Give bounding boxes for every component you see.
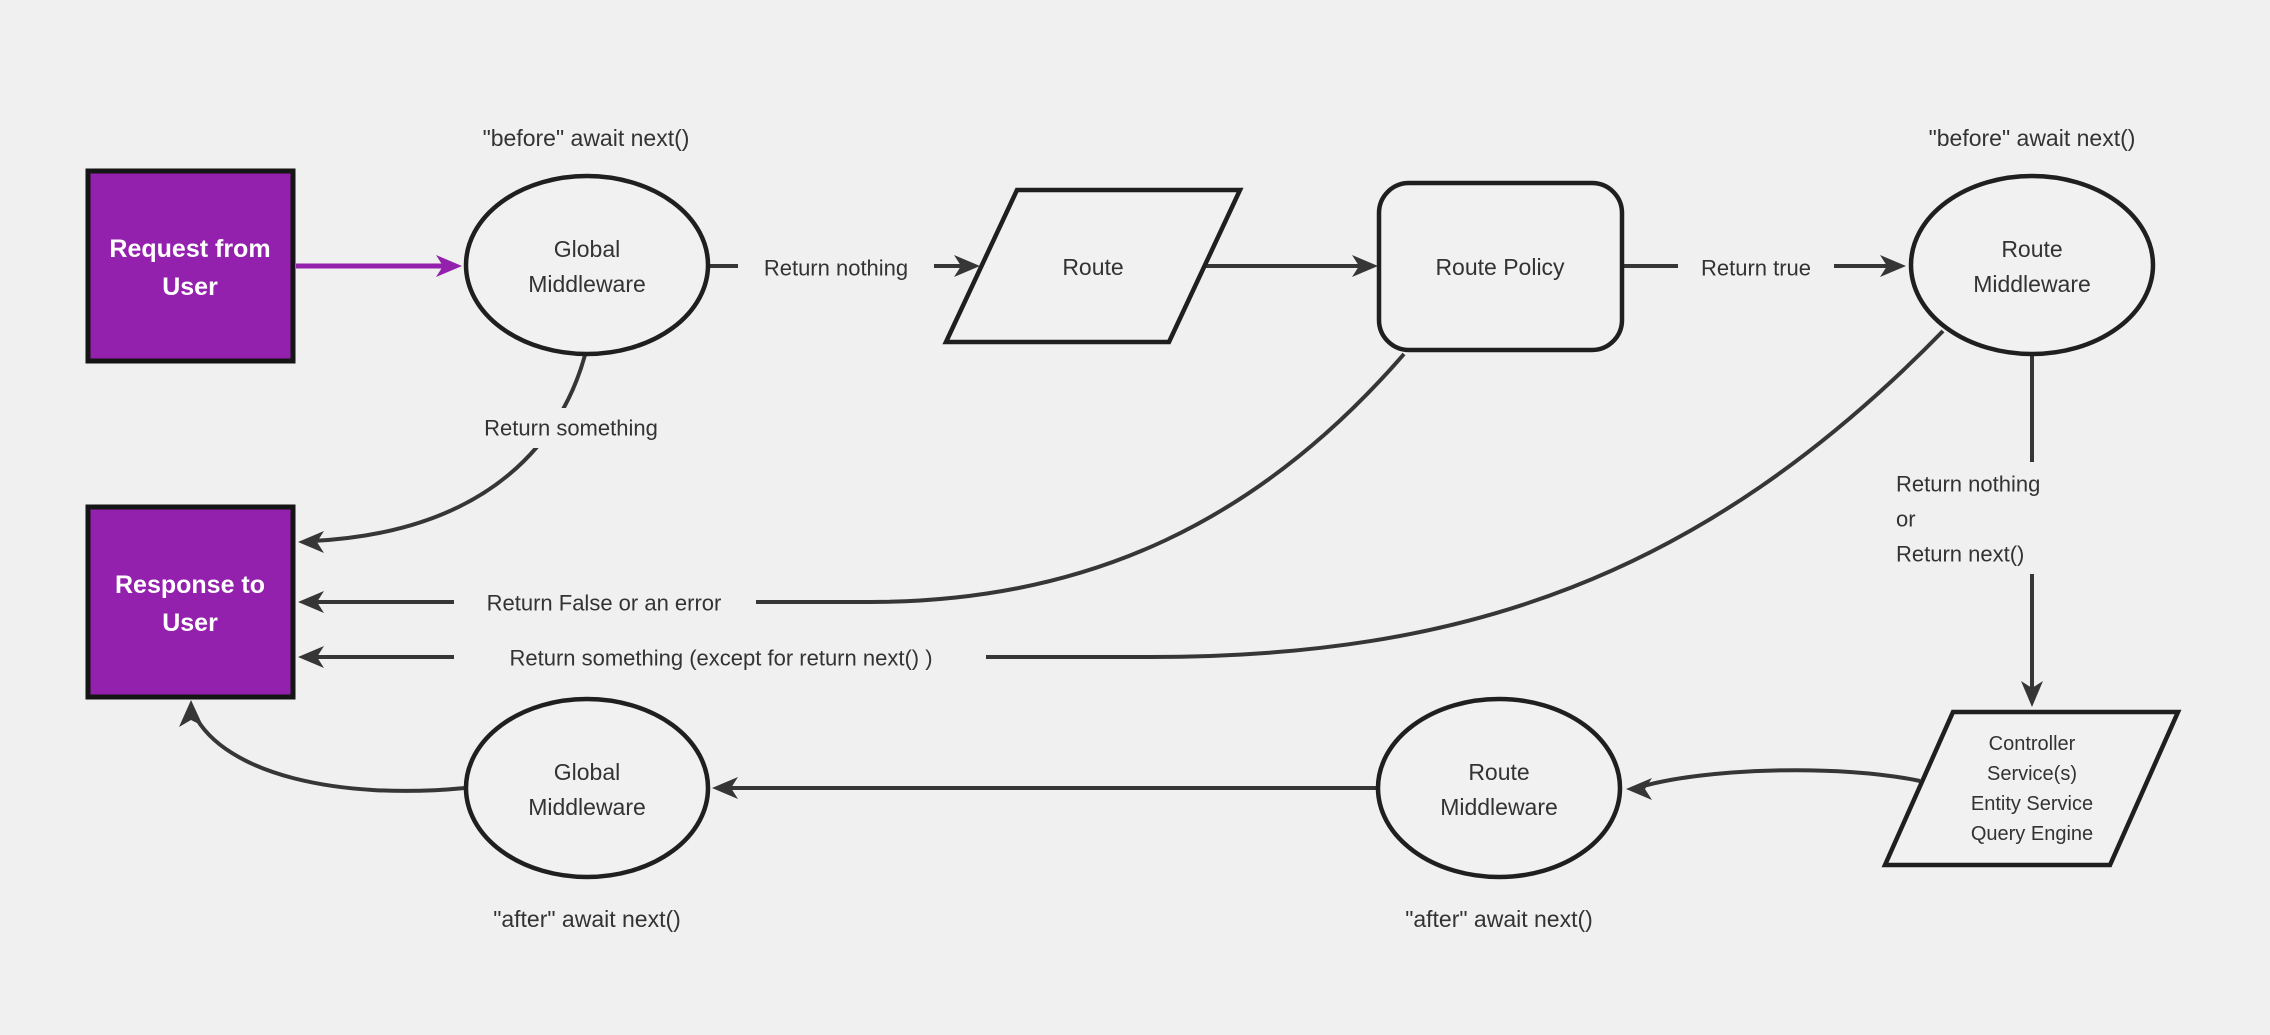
label-bg [1886, 462, 2058, 574]
arrowhead-icon [298, 646, 324, 668]
route-middleware-bottom-label-line1: Route [1468, 759, 1529, 785]
request-node-label-line1: Request from [109, 235, 270, 263]
edge-policy-to-response [312, 352, 1406, 604]
arrowhead-icon [436, 255, 462, 277]
edges [179, 255, 2043, 800]
annotations: "before" await next() "before" await nex… [483, 125, 2136, 932]
annotation-before-global: "before" await next() [483, 125, 690, 151]
edge-routemw-to-response [312, 329, 1945, 659]
controller-label-line3: Entity Service [1971, 793, 2093, 815]
edge-global-to-response [311, 354, 587, 543]
route-middleware-top-node [1908, 173, 2156, 357]
annotation-before-route-mw: "before" await next() [1929, 125, 2136, 151]
route-middleware-bottom-node [1375, 696, 1623, 880]
label-bg [738, 247, 934, 287]
edge-labels: Return nothing Return true Return someth… [454, 247, 2058, 678]
route-middleware-top-label-line2: Middleware [1973, 271, 2091, 297]
arrowhead-icon [712, 777, 738, 799]
response-to-user-node [85, 504, 296, 700]
controller-label-line4: Query Engine [1971, 823, 2093, 845]
edge-controller-to-routemw-bottom [1639, 768, 1921, 789]
controller-label-line1: Controller [1989, 733, 2076, 755]
arrowhead-icon [179, 700, 203, 727]
route-policy-node [1376, 180, 1625, 353]
arrowhead-icon [1626, 778, 1652, 800]
arrowhead-icon [2021, 681, 2043, 707]
response-node-label-line2: User [162, 609, 218, 637]
edge-global-bottom-to-response [192, 713, 466, 793]
nodes: Request from User Global Middleware Rout… [85, 168, 2182, 880]
arrowhead-icon [298, 591, 324, 613]
edge-label-return-nothing-or-line1: Return nothing [1896, 472, 2040, 497]
response-node-label-line1: Response to [115, 571, 265, 599]
global-middleware-top-node [463, 173, 711, 357]
arrowhead-icon [298, 531, 324, 553]
label-bg [454, 583, 756, 623]
edge-label-return-nothing: Return nothing [764, 256, 908, 281]
global-middleware-bottom-node [463, 696, 711, 880]
route-middleware-bottom-label-line2: Middleware [1440, 794, 1558, 820]
route-policy-node-label: Route Policy [1435, 254, 1565, 280]
label-bg [454, 638, 986, 678]
edge-label-return-something: Return something [484, 416, 658, 441]
label-bg [1678, 247, 1834, 287]
arrowhead-icon [1352, 255, 1378, 277]
route-middleware-top-label-line1: Route [2001, 236, 2062, 262]
request-from-user-node [85, 168, 296, 364]
edge-label-return-true: Return true [1701, 256, 1811, 281]
arrowhead-icon [954, 255, 980, 277]
route-node [942, 187, 1244, 345]
global-middleware-top-label-line1: Global [554, 236, 620, 262]
annotation-after-global: "after" await next() [493, 906, 681, 932]
global-middleware-top-label-line2: Middleware [528, 271, 646, 297]
edge-label-return-something-except: Return something (except for return next… [509, 646, 932, 671]
edge-label-return-nothing-or-line2: or [1896, 507, 1916, 532]
arrowhead-icon [1880, 255, 1906, 277]
edge-label-return-nothing-or-line3: Return next() [1896, 542, 2024, 567]
global-middleware-bottom-label-line1: Global [554, 759, 620, 785]
route-node-label: Route [1062, 254, 1123, 280]
request-node-label-line2: User [162, 273, 218, 301]
global-middleware-bottom-label-line2: Middleware [528, 794, 646, 820]
label-bg [456, 408, 686, 448]
controller-label-line2: Service(s) [1987, 763, 2077, 785]
controller-node [1881, 709, 2182, 868]
annotation-after-route-mw: "after" await next() [1405, 906, 1593, 932]
edge-label-return-false: Return False or an error [487, 591, 722, 616]
